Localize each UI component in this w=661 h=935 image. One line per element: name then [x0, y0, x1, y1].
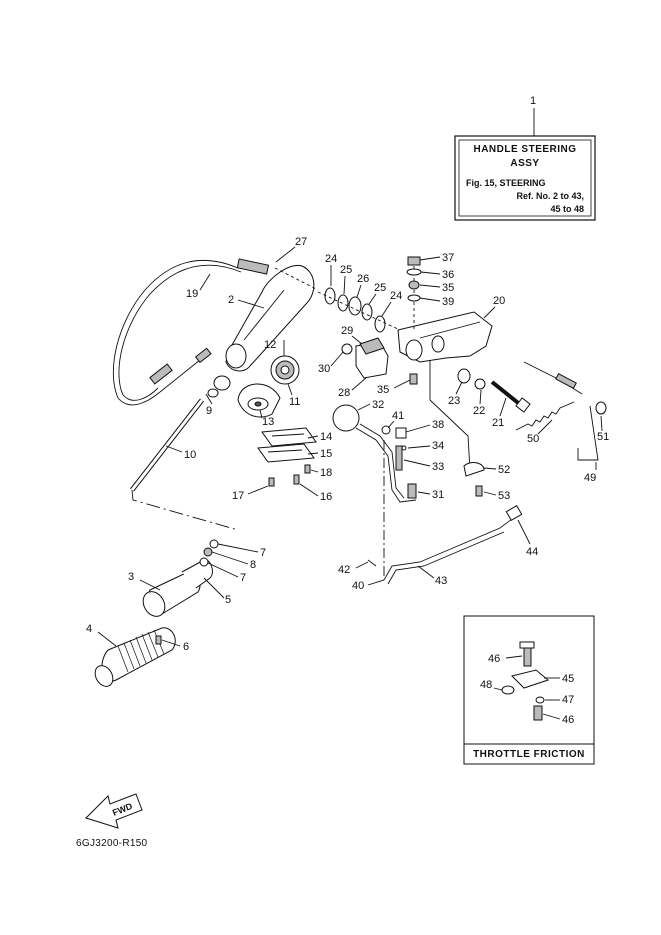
callout-6: 6 — [183, 641, 189, 653]
callout-2: 2 — [228, 294, 234, 306]
callout-18: 18 — [320, 467, 332, 479]
friction-plates — [257, 427, 317, 487]
callout-10: 10 — [184, 449, 196, 461]
gear-assembly — [237, 340, 300, 418]
callout-8: 8 — [250, 559, 256, 571]
callout-50: 50 — [527, 433, 539, 445]
callout-36: 36 — [442, 269, 454, 281]
bolt-21 — [457, 368, 531, 413]
callout-25a: 25 — [340, 264, 352, 276]
callout-30: 30 — [318, 363, 330, 375]
throttle-grip — [94, 539, 219, 687]
callout-20: 20 — [493, 295, 505, 307]
callout-21: 21 — [492, 417, 504, 429]
callout-46a: 46 — [488, 653, 500, 665]
info-box-title-2: ASSY — [510, 158, 539, 169]
callout-11: 11 — [289, 396, 300, 408]
throttle-friction-inset: THROTTLE FRICTION — [463, 615, 595, 765]
callout-32: 32 — [372, 399, 384, 411]
lever-32 — [332, 404, 417, 503]
callout-45: 45 — [562, 673, 574, 685]
callout-1: 1 — [530, 95, 536, 107]
callout-42: 42 — [338, 564, 350, 576]
callout-31: 31 — [432, 489, 444, 501]
callout-13: 13 — [262, 416, 274, 428]
callout-27: 27 — [295, 236, 307, 248]
bracket-28 — [341, 337, 389, 379]
callout-24b: 24 — [390, 290, 402, 302]
info-box-title-1: HANDLE STEERING — [473, 144, 576, 155]
info-box-line-5: 45 to 48 — [550, 204, 584, 214]
fwd-arrow: FWD — [85, 793, 143, 829]
info-box-line-3: Fig. 15, STEERING — [466, 178, 546, 188]
callout-7b: 7 — [240, 572, 246, 584]
callout-44: 44 — [526, 546, 538, 558]
callout-38: 38 — [432, 419, 444, 431]
callout-12: 12 — [264, 339, 276, 351]
callout-49: 49 — [584, 472, 596, 484]
washer-stack — [317, 287, 401, 333]
callout-40: 40 — [352, 580, 364, 592]
inset-caption: THROTTLE FRICTION — [473, 749, 585, 760]
callout-37: 37 — [442, 252, 454, 264]
callout-9: 9 — [206, 405, 212, 417]
info-box: 1 HANDLE STEERING ASSY Fig. 15, STEERING… — [454, 95, 596, 221]
callout-5: 5 — [225, 594, 231, 606]
callout-24a: 24 — [325, 253, 337, 265]
info-box-line-4: Ref. No. 2 to 43, — [516, 191, 584, 201]
bracket-20 — [397, 260, 493, 471]
callout-35a: 35 — [442, 282, 454, 294]
shaft-10 — [130, 398, 239, 531]
rod-43 — [367, 440, 523, 585]
callout-22: 22 — [473, 405, 485, 417]
callout-19: 19 — [186, 288, 198, 300]
callout-28: 28 — [338, 387, 350, 399]
callout-29: 29 — [341, 325, 353, 337]
clip-52 — [463, 462, 485, 497]
callout-15: 15 — [320, 448, 332, 460]
handle-housing-2 — [207, 264, 319, 398]
callout-4: 4 — [86, 623, 92, 635]
callout-3: 3 — [128, 571, 134, 583]
callout-39: 39 — [442, 296, 454, 308]
callout-46b: 46 — [562, 714, 574, 726]
callout-23: 23 — [448, 395, 460, 407]
cable-50 — [515, 361, 607, 431]
nut-stack — [406, 256, 422, 385]
callout-26: 26 — [357, 273, 369, 285]
callout-35b: 35 — [377, 384, 389, 396]
callout-52: 52 — [498, 464, 510, 476]
callouts: 27 19 2 24 25 26 25 24 37 36 35 39 20 29… — [86, 236, 609, 726]
drawing-code: 6GJ3200-R150 — [76, 838, 148, 849]
throttle-cable-19 — [112, 258, 270, 406]
callout-51: 51 — [597, 431, 609, 443]
callout-25b: 25 — [374, 282, 386, 294]
callout-16: 16 — [320, 491, 332, 503]
callout-53: 53 — [498, 490, 510, 502]
callout-41: 41 — [392, 410, 404, 422]
callout-34: 34 — [432, 440, 444, 452]
callout-48: 48 — [480, 679, 492, 691]
callout-33: 33 — [432, 461, 444, 473]
callout-14: 14 — [320, 431, 332, 443]
callout-43: 43 — [435, 575, 447, 587]
callout-17: 17 — [232, 490, 244, 502]
callout-7a: 7 — [260, 547, 266, 559]
callout-47: 47 — [562, 694, 574, 706]
